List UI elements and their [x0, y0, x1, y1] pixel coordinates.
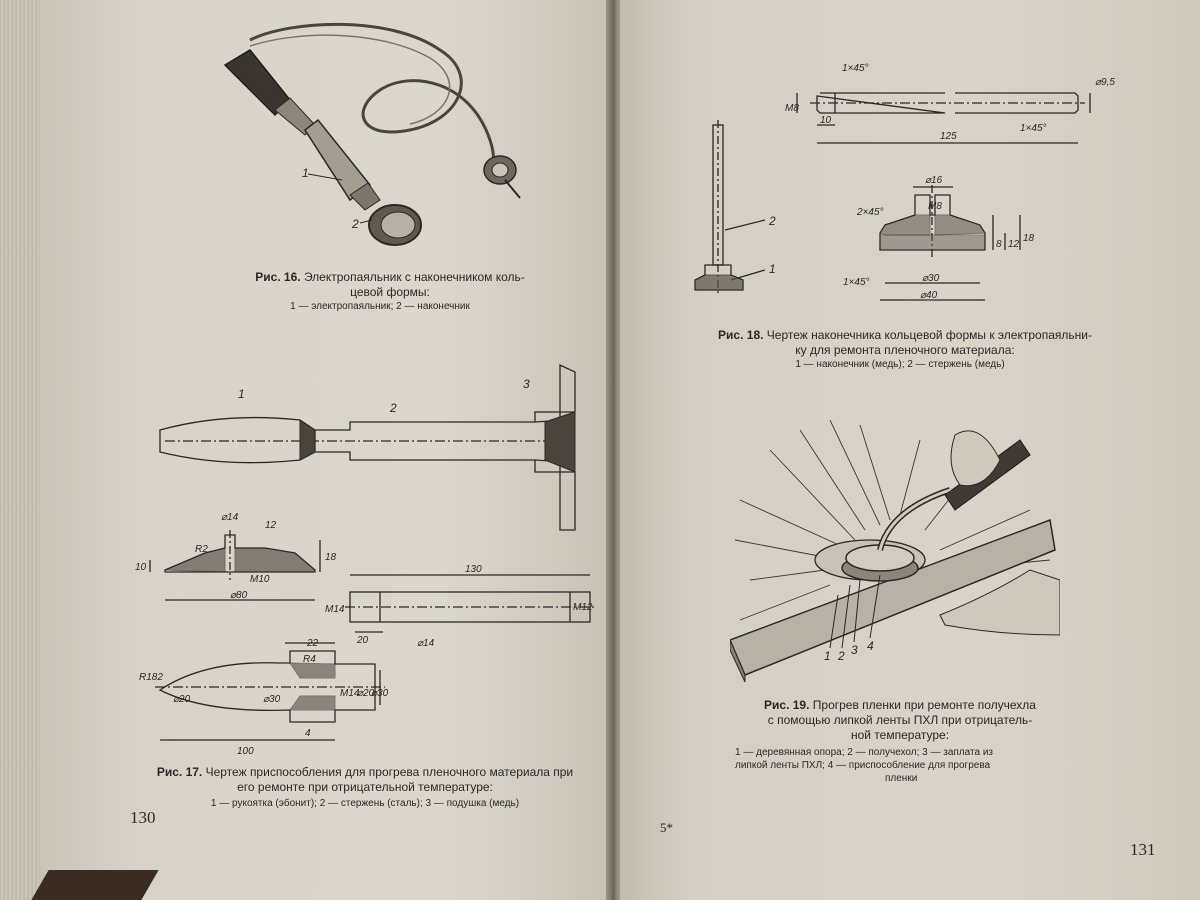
fig19-caption-line3: ной температуре: [850, 728, 950, 742]
fig17-legend: 1 — рукоятка (эбонит); 2 — стержень (ста… [210, 798, 520, 809]
fig17-dim-m14-handle: M14 [340, 688, 360, 699]
fig17-dim-h10: 10 [135, 562, 147, 573]
fig19-repair-illustration: 1 2 3 4 [730, 420, 1060, 683]
fig18-dim-m8: M8 [785, 103, 799, 114]
fig19-label-2: 2 [837, 649, 845, 663]
fig17-dim-r182: R182 [139, 672, 163, 683]
fig17-dim-len130: 130 [465, 564, 482, 575]
fig18-dim-h12: 12 [1008, 239, 1020, 250]
fig18-technical-drawing: 2 1 1×45° ⌀9,5 M8 10 125 1×45° ⌀16 2×45°… [694, 63, 1115, 301]
fig17-dim-m12: M12 [573, 602, 593, 613]
fig19-legend-line1: 1 — деревянная опора; 2 — получехол; 3 —… [735, 747, 993, 758]
left-page-number: 130 [130, 808, 156, 827]
fig18-caption: Рис. 18. Чертеж наконечника кольцевой фо… [675, 328, 1135, 358]
fig18-dim-d16: ⌀16 [925, 175, 943, 186]
fig17-dim-r2: R2 [195, 544, 208, 555]
fig17-dim-d14-pad: ⌀14 [221, 512, 239, 523]
fig18-dim-len10: 10 [820, 115, 832, 126]
fig17-dim-d20-handle: ⌀20 [357, 688, 375, 699]
fig19-legend: 1 — деревянная опора; 2 — получехол; 3 —… [735, 746, 1065, 785]
fig17-dim-d30: ⌀30 [263, 694, 281, 705]
fig17-label-2: 2 [389, 401, 397, 415]
fig19-legend-line2: липкой ленты ПХЛ; 4 — приспособление для… [735, 760, 991, 771]
fig18-dim-d30: ⌀30 [922, 273, 940, 284]
fig17-dim-d80: ⌀80 [230, 590, 248, 601]
fig18-dim-ch3: 2×45° [856, 207, 884, 218]
fig17-caption-line2: его ремонте при отрицательной температур… [237, 780, 493, 794]
fig17-dim-h18: 18 [325, 552, 337, 563]
fig19-legend-line3: пленки [885, 773, 918, 784]
fig18-legend: 1 — наконечник (медь); 2 — стержень (мед… [795, 359, 1005, 370]
fig16-soldering-iron-illustration: 1 2 [223, 22, 521, 246]
fig16-caption-title: Рис. 16. [255, 270, 301, 284]
fig17-caption: Рис. 17. Чертеж приспособления для прогр… [120, 765, 610, 795]
fig17-dim-len20: 20 [356, 635, 369, 646]
fig17-dim-h12: 12 [265, 520, 277, 531]
fig16-legend: 1 — электропаяльник; 2 — наконечник [290, 301, 470, 312]
fig18-dim-h18: 18 [1023, 233, 1035, 244]
fig18-label-2: 2 [768, 214, 776, 228]
right-page [620, 0, 1200, 900]
fig18-dim-ch1: 1×45° [842, 63, 869, 74]
fig18-label-1: 1 [769, 262, 776, 276]
fig17-label-3: 3 [523, 377, 530, 391]
fig17-dim-d20: ⌀20 [173, 694, 191, 705]
fig19-caption-title: Рис. 19. [764, 698, 810, 712]
fig17-dim-d30-handle: ⌀30 [371, 688, 389, 699]
fig17-dim-len4: 4 [305, 728, 311, 739]
fig17-technical-drawing: 1 2 3 ⌀14 12 R2 10 18 M10 ⌀80 130 M14 20… [135, 363, 595, 757]
fig17-dim-len100: 100 [237, 746, 254, 757]
fig16-label-2: 2 [351, 217, 359, 231]
fig17-dim-m14-rod: M14 [325, 604, 345, 615]
fig19-label-4: 4 [867, 639, 874, 653]
signature-mark: 5* [660, 820, 673, 835]
fig17-dim-r4: R4 [303, 654, 316, 665]
fig17-caption-line1: Чертеж приспособления для прогрева плено… [205, 765, 574, 779]
book-gutter [606, 0, 624, 900]
fig18-caption-line1: Чертеж наконечника кольцевой формы к эле… [766, 328, 1092, 342]
fig18-caption-line2: ку для ремонта пленочного материала: [795, 343, 1015, 357]
fig18-dim-ch4: 1×45° [843, 277, 870, 288]
corner-shadow [31, 870, 159, 900]
fig18-dim-d95: ⌀9,5 [1095, 77, 1115, 88]
fig17-dim-d14-rod: ⌀14 [417, 638, 435, 649]
fig17-dim-len22: 22 [306, 638, 319, 649]
fig19-label-1: 1 [824, 649, 831, 663]
fig16-label-1: 1 [302, 166, 309, 180]
fig17-label-1: 1 [238, 387, 245, 401]
fig17-dim-m10: M10 [250, 574, 270, 585]
fig18-dim-ch2: 1×45° [1020, 123, 1047, 134]
fig18-caption-title: Рис. 18. [718, 328, 764, 342]
fig18-dim-h8: 8 [996, 239, 1002, 250]
fig19-caption: Рис. 19. Прогрев пленки при ремонте полу… [730, 698, 1070, 743]
fig19-caption-line2: с помощью липкой ленты ПХЛ при отрицател… [767, 713, 1033, 727]
page-stack-edges [0, 0, 44, 900]
fig18-dim-m8b: M8 [928, 201, 942, 212]
right-page-number: 131 [1130, 840, 1156, 859]
fig18-dim-d40: ⌀40 [920, 290, 938, 301]
fig19-label-3: 3 [851, 643, 858, 657]
fig16-caption-line1: Электропаяльник с наконечником коль- [303, 270, 525, 284]
fig16-caption: Рис. 16. Электропаяльник с наконечником … [200, 270, 580, 300]
fig18-dim-len125: 125 [940, 131, 957, 142]
fig17-caption-title: Рис. 17. [156, 765, 203, 779]
fig19-caption-line1: Прогрев пленки при ремонте получехла [812, 698, 1036, 712]
fig16-caption-line2: цевой формы: [350, 285, 430, 299]
